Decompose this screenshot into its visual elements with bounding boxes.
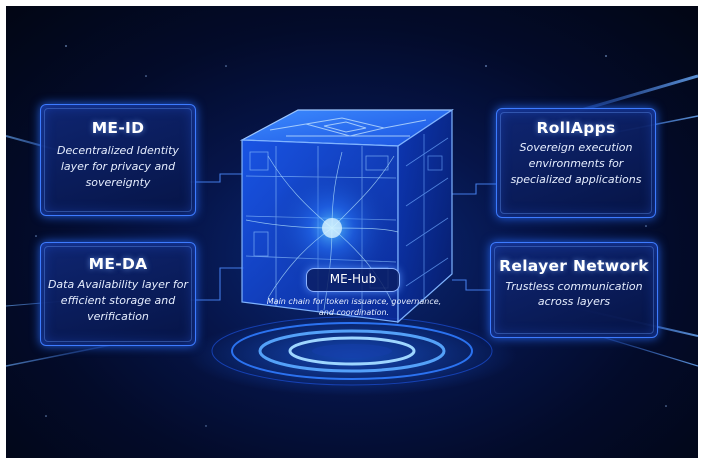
me-hub-label: ME-Hub xyxy=(306,268,400,292)
sparkles xyxy=(35,45,667,427)
rollapps-title: RollApps xyxy=(536,119,616,137)
me-da-card: ME-DA Data Availability layer for effici… xyxy=(40,242,196,346)
background-art xyxy=(6,45,698,427)
floor-rings xyxy=(187,316,517,396)
relayer-network-card: Relayer Network Trustless communication … xyxy=(490,242,658,338)
connectors xyxy=(190,173,496,301)
me-da-title: ME-DA xyxy=(88,255,148,273)
me-id-description: Decentralized Identity layer for privacy… xyxy=(57,144,179,189)
relayer-network-description: Trustless communication across layers xyxy=(505,280,643,308)
relayer-network-title: Relayer Network xyxy=(499,257,649,275)
me-da-description: Data Availability layer for efficient st… xyxy=(47,278,189,323)
me-hub-description: Main chain for token issuance, governanc… xyxy=(266,297,442,317)
rollapps-description: Sovereign execution environments for spe… xyxy=(510,141,642,186)
me-id-title: ME-ID xyxy=(91,119,145,137)
me-id-card: ME-ID Decentralized Identity layer for p… xyxy=(40,104,196,216)
rollapps-card: RollApps Sovereign execution environment… xyxy=(496,108,656,218)
diagram-canvas: ME-ID Decentralized Identity layer for p… xyxy=(6,6,698,458)
